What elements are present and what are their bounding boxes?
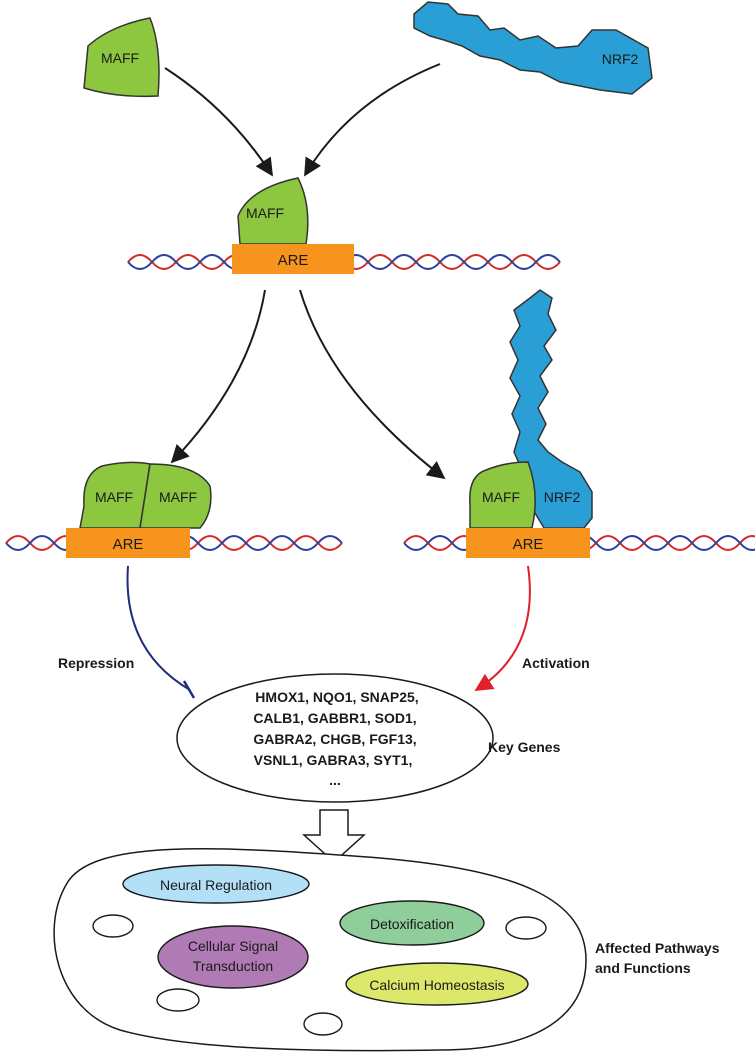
affected-pathways-label-1: Affected Pathways [595,940,720,956]
cellular-signal-shape [157,925,309,989]
are-label: ARE [513,536,544,553]
pathway-neural-regulation: Neural Regulation [122,864,310,904]
are-box [66,528,190,558]
neural-regulation-label: Neural Regulation [160,877,272,893]
nrf2-label: NRF2 [602,51,639,67]
key-gene-line-3: GABRA2, CHGB, FGF13, [253,731,416,747]
maff-shape [469,461,536,529]
affected-pathways-label-2: and Functions [595,960,691,976]
detoxification-label: Detoxification [370,916,454,932]
key-gene-ellipsis: ... [329,772,341,788]
neural-regulation-shape [122,864,310,904]
are-label: ARE [113,536,144,553]
vesicle [156,988,200,1012]
are-box-right: ARE [466,528,590,558]
key-genes-outline [176,673,494,803]
maff-bound-right: MAFF [469,461,536,529]
arrow-nrf2-to-are [304,63,441,177]
key-genes-ellipse: HMOX1, NQO1, SNAP25, CALB1, GABBR1, SOD1… [176,673,494,803]
are-box [466,528,590,558]
maff-label: MAFF [482,489,520,505]
maff-label: MAFF [246,205,284,221]
vesicle [303,1012,343,1036]
are-label: ARE [278,252,309,269]
vesicle [92,914,134,938]
key-gene-line-1: HMOX1, NQO1, SNAP25, [255,689,418,705]
cellular-signal-label-1: Cellular Signal [188,938,278,954]
maff-shape [237,177,309,245]
maff-label: MAFF [101,50,139,66]
calcium-homeostasis-shape [345,962,529,1006]
repression-label: Repression [58,655,134,671]
repression-connector [126,565,196,699]
maff-shape [83,17,160,98]
key-gene-line-4: VSNL1, GABRA3, SYT1, [254,752,413,768]
repression-bar [182,680,196,699]
arrow-to-activation-complex [299,289,446,480]
activation-label: Activation [522,655,590,671]
down-arrow-icon [302,809,366,864]
key-genes-label: Key Genes [488,739,561,755]
calcium-homeostasis-label: Calcium Homeostasis [369,977,504,993]
are-box-middle: ARE [232,244,354,274]
maff-bound-middle: MAFF [237,177,309,245]
nrf2-label: NRF2 [544,489,581,505]
arrow-to-repression-complex [170,289,266,464]
maff-label-left: MAFF [95,489,133,505]
free-nrf2-protein: NRF2 [413,1,653,95]
vesicle [505,916,547,940]
arrow-maff-to-are [164,67,273,177]
maff-label-right: MAFF [159,489,197,505]
vesicles [92,914,547,1036]
free-maff-protein: MAFF [83,17,160,98]
maff-shape-right [139,463,212,529]
pathway-cellular-signal-transduction: Cellular Signal Transduction [157,925,309,989]
key-gene-line-2: CALB1, GABBR1, SOD1, [253,710,416,726]
pathway-calcium-homeostasis: Calcium Homeostasis [345,962,529,1006]
repression-line [126,565,191,691]
cellular-signal-label-2: Transduction [193,958,273,974]
are-box [232,244,354,274]
detoxification-shape [339,900,485,946]
pathway-detoxification: Detoxification [339,900,485,946]
are-box-left: ARE [66,528,190,558]
maff-homodimer: MAFF MAFF [79,461,212,529]
activation-line [474,565,531,691]
nrf2-chain-shape [413,1,653,95]
